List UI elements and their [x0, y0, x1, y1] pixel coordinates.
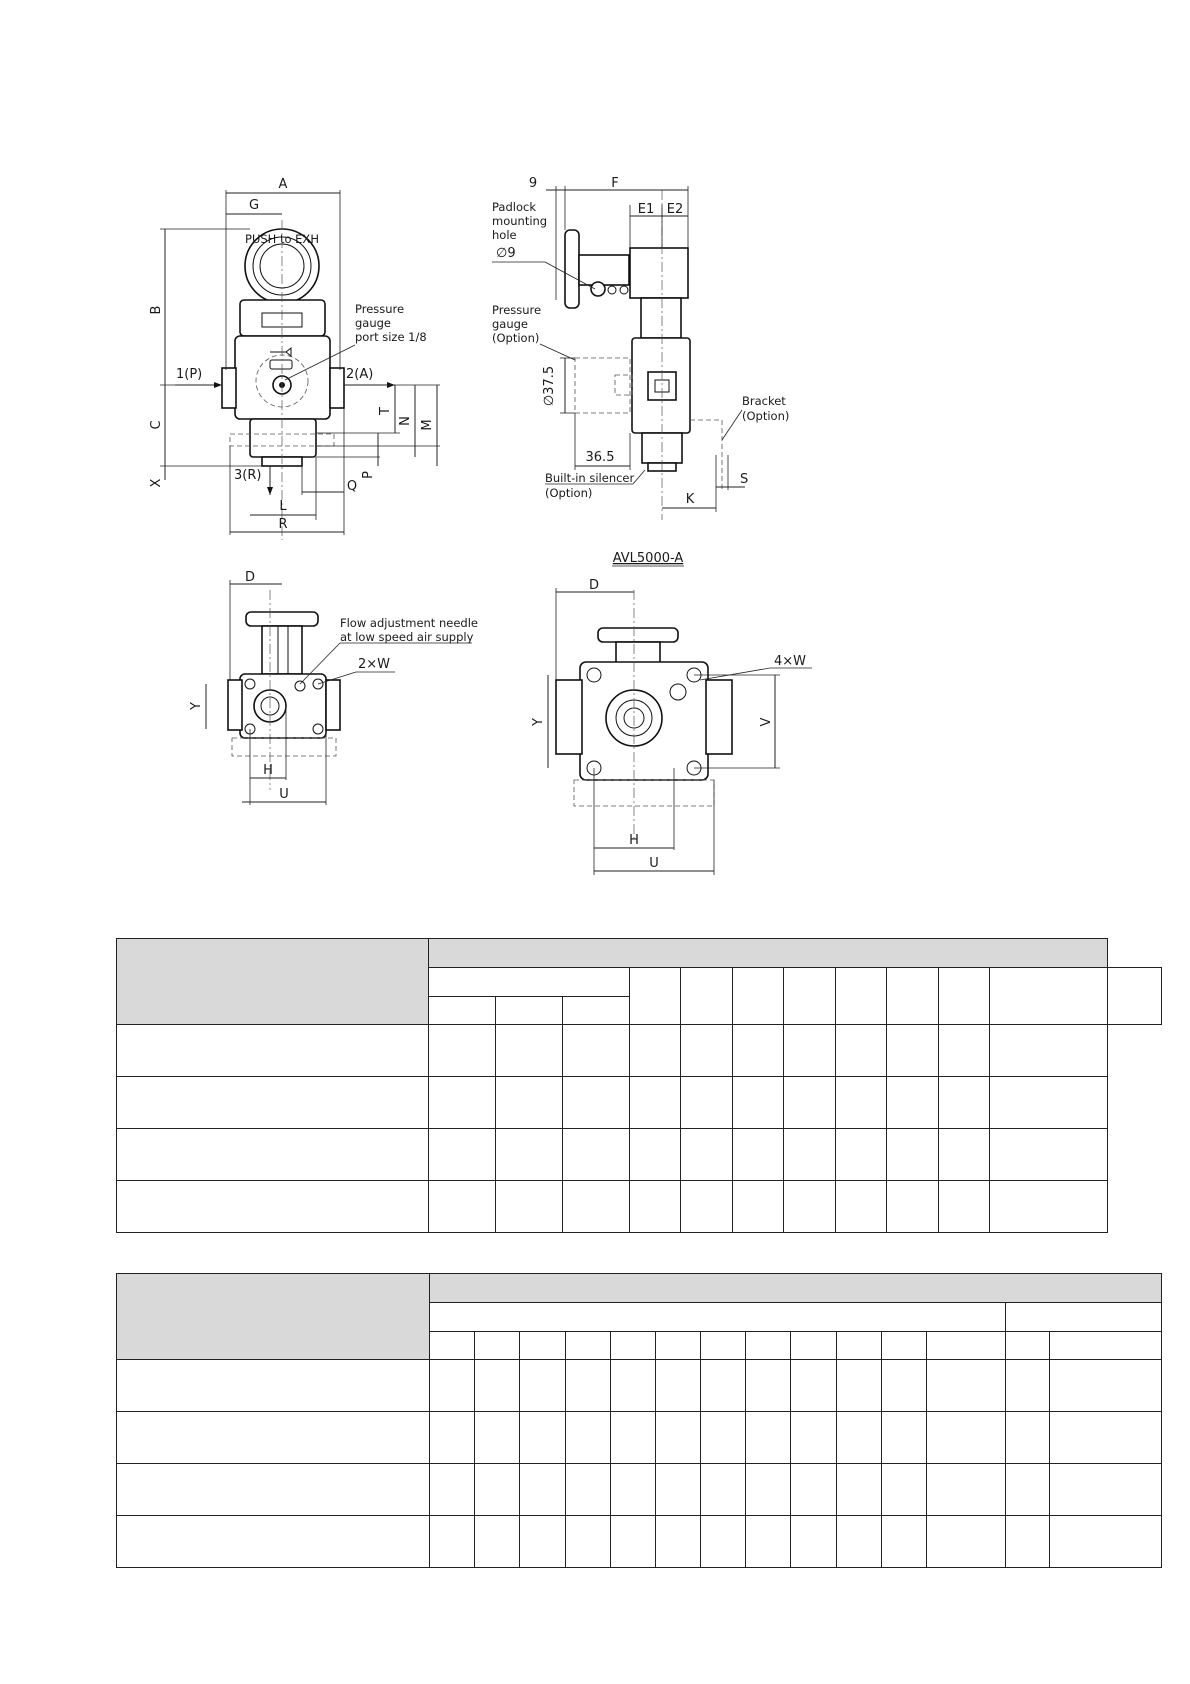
- dim-9: 9: [529, 176, 537, 191]
- dim-2w: 2×W: [358, 657, 390, 672]
- padlock-diameter: ∅9: [496, 246, 516, 261]
- bracket-note-1: Bracket: [742, 394, 786, 408]
- dim-e2: E2: [667, 202, 684, 217]
- table2-subheader: [1005, 1302, 1162, 1332]
- gauge-port-note-2: gauge: [355, 316, 391, 330]
- dim-x: X: [149, 478, 164, 487]
- silencer-note-2: (Option): [545, 486, 592, 500]
- dim-t: T: [378, 407, 393, 416]
- table2-group-header: [429, 1273, 1162, 1303]
- gauge-port-note-1: Pressure: [355, 302, 404, 316]
- table-row: [115, 1463, 1162, 1516]
- bottom-view: D Y H U Flow adjustment needle at low sp…: [189, 570, 478, 805]
- model-label: AVL5000-A: [613, 551, 684, 566]
- table1-col-header: [835, 967, 887, 1025]
- padlock-note-3: hole: [492, 228, 517, 242]
- dim-c: C: [149, 420, 164, 429]
- gauge-option-note-1: Pressure: [492, 303, 541, 317]
- table1-col-header: [680, 967, 733, 1025]
- table1-col-header: [938, 967, 990, 1025]
- dim-a: A: [279, 177, 288, 192]
- table1-col-header: [886, 967, 939, 1025]
- port-1p-label: 1(P): [176, 367, 202, 382]
- dim-h-small: H: [263, 763, 273, 778]
- table1-col-header: [562, 996, 630, 1025]
- dim-n: N: [398, 416, 413, 426]
- table-row: [116, 1076, 1162, 1129]
- table-row: [116, 1024, 1162, 1077]
- dim-v: V: [759, 717, 774, 726]
- dim-f: F: [611, 176, 618, 191]
- table1-col-header: [428, 996, 496, 1025]
- front-view: PUSH to EXH A G B C X: [149, 177, 440, 540]
- dim-y-large: Y: [531, 718, 546, 727]
- dimension-table-1: [116, 938, 1162, 1233]
- padlock-note-1: Padlock: [492, 200, 536, 214]
- table1-col-header: [1107, 967, 1162, 1025]
- gauge-option-note-2: gauge: [492, 317, 528, 331]
- avl5000-view: AVL5000-A D Y V 4×W: [531, 551, 812, 875]
- dim-d-small: D: [245, 570, 255, 585]
- table2-model-header: [115, 1273, 431, 1360]
- table2-subheader: [429, 1302, 1007, 1332]
- dim-y-small: Y: [189, 702, 204, 711]
- table-row: [115, 1359, 1162, 1412]
- bracket-note-2: (Option): [742, 409, 789, 423]
- dim-k: K: [686, 492, 695, 507]
- gauge-port-note-3: port size 1/8: [355, 330, 427, 344]
- dim-m: M: [420, 419, 435, 430]
- silencer-note-1: Built-in silencer: [545, 471, 635, 485]
- dim-r: R: [278, 517, 287, 532]
- flow-note-1: Flow adjustment needle: [340, 616, 478, 630]
- gauge-option-note-3: (Option): [492, 331, 539, 345]
- dim-u-small: U: [279, 787, 289, 802]
- table-row: [115, 1411, 1162, 1464]
- table1-col-header: [629, 967, 681, 1025]
- dim-h-large: H: [629, 833, 639, 848]
- table1-subheader: [428, 967, 630, 997]
- table1-col-header: [988, 967, 1109, 1025]
- dim-e1: E1: [638, 202, 655, 217]
- table-row: [116, 1180, 1162, 1233]
- dim-phi375: ∅37.5: [542, 366, 557, 406]
- dim-s: S: [740, 472, 748, 487]
- dim-p: P: [361, 471, 376, 479]
- table1-col-header: [783, 967, 836, 1025]
- table1-model-header: [116, 938, 429, 1025]
- dim-q: Q: [347, 479, 357, 494]
- padlock-note-2: mounting: [492, 214, 547, 228]
- table-row: [115, 1515, 1162, 1568]
- table1-group-header: [427, 938, 1109, 968]
- table-row: [116, 1128, 1162, 1181]
- dim-d-large: D: [589, 578, 599, 593]
- dim-365: 36.5: [586, 450, 615, 465]
- table1-col-header: [732, 967, 784, 1025]
- flow-note-2: at low speed air supply: [340, 630, 474, 644]
- dimension-table-2: [115, 1273, 1162, 1568]
- side-view: 9 F E1 E2 Padlock mounting hole ∅9 Press…: [492, 176, 789, 520]
- dimension-drawings: PUSH to EXH A G B C X: [149, 176, 812, 875]
- port-2a-label: 2(A): [346, 367, 373, 382]
- dim-l: L: [279, 499, 287, 514]
- dim-b: B: [149, 306, 164, 315]
- port-3r-label: 3(R): [234, 468, 261, 483]
- dim-u-large: U: [649, 856, 659, 871]
- dim-g: G: [249, 198, 259, 213]
- table1-col-header: [495, 996, 563, 1025]
- dim-4w: 4×W: [774, 654, 806, 669]
